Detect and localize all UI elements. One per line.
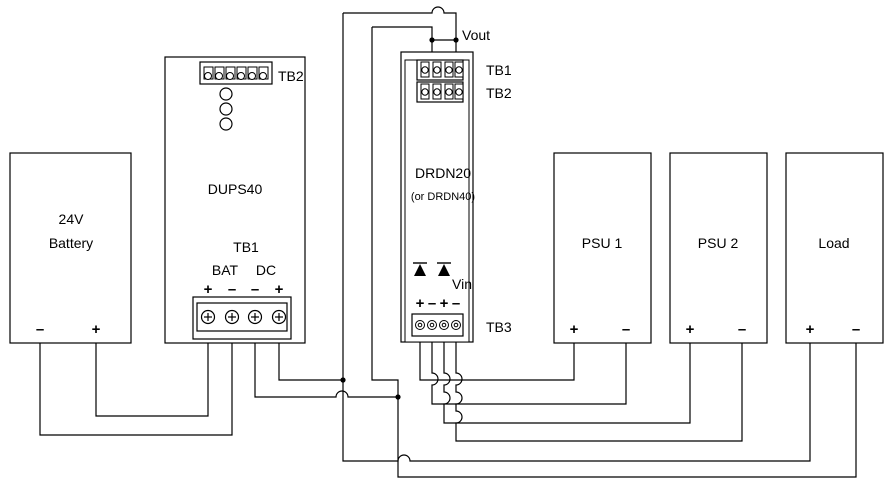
junction-dot — [395, 394, 401, 400]
psu1-minus-sign: – — [622, 321, 630, 338]
junction-dot — [429, 37, 435, 43]
diode-icon — [437, 262, 451, 276]
drdn-tb1-label: TB1 — [486, 62, 512, 78]
drdn-term-sign: + — [416, 295, 425, 312]
dups-tb1-label: TB1 — [233, 239, 259, 255]
drdn-name: DRDN20 — [415, 165, 471, 181]
wire-battery-minus — [39, 318, 233, 436]
led-indicator — [219, 102, 233, 116]
dups-term-sign: + — [204, 281, 213, 298]
battery-voltage: 24V — [59, 211, 85, 227]
dups-term-sign: – — [228, 281, 236, 298]
drdn-tb1-block — [416, 59, 464, 81]
junction-dot — [340, 377, 346, 383]
drdn-term-sign: – — [428, 295, 436, 312]
load-label: Load — [818, 235, 849, 251]
wire-vout-inner-top — [372, 26, 433, 63]
load-box: Load + – — [785, 152, 884, 344]
battery-label: Battery — [49, 235, 93, 251]
drdn-tb2-block — [416, 81, 464, 103]
load-plus-sign: + — [806, 321, 815, 338]
junction-dot — [453, 37, 459, 43]
dups-dc-label: DC — [256, 262, 276, 278]
battery-minus-sign: – — [36, 321, 44, 338]
psu2-label: PSU 2 — [698, 235, 739, 251]
wire-psu2-plus — [443, 336, 691, 424]
drdn-tb3-label: TB3 — [486, 319, 512, 335]
psu2-box: PSU 2 + – — [669, 152, 768, 344]
battery-box: 24V Battery – + — [9, 152, 132, 344]
dups-tb2-label: TB2 — [278, 68, 304, 84]
load-minus-sign: – — [852, 321, 860, 338]
psu1-box: PSU 1 + – — [553, 152, 652, 344]
dups-name: DUPS40 — [208, 181, 263, 197]
led-indicator — [219, 87, 233, 101]
drdn20-module: Vout TB1 TB2 DRDN20 (or DRDN40) — [400, 27, 512, 343]
dups-bat-label: BAT — [212, 262, 239, 278]
wire-vout-top — [343, 6, 457, 63]
drdn-vin-label: Vin — [452, 276, 472, 292]
drdn-term-sign: – — [452, 295, 460, 312]
drdn-vout-label: Vout — [462, 27, 490, 43]
dups-term-sign: + — [275, 281, 284, 298]
drdn-alt-name: (or DRDN40) — [411, 191, 475, 203]
drdn-tb2-label: TB2 — [486, 85, 512, 101]
wire-psu1-plus — [419, 336, 575, 381]
dups-term-sign: – — [251, 281, 259, 298]
wire-psu2-minus — [455, 336, 743, 442]
led-indicator — [219, 117, 233, 131]
diode-icon — [413, 262, 427, 276]
drdn-term-sign: + — [440, 295, 449, 312]
psu2-minus-sign: – — [738, 321, 746, 338]
dups40-module: TB2 DUPS40 TB1 BAT DC + – – + — [164, 56, 306, 344]
wire-battery-plus — [95, 318, 209, 417]
wire-load-minus — [397, 343, 857, 478]
psu1-label: PSU 1 — [582, 235, 623, 251]
battery-plus-sign: + — [92, 321, 101, 338]
wire-vout-inner — [371, 27, 399, 397]
dups-tb1-block — [192, 296, 292, 340]
psu2-plus-sign: + — [686, 321, 695, 338]
wire-dups-dc-minus — [254, 318, 398, 398]
wire-psu1-minus — [431, 336, 627, 405]
psu1-plus-sign: + — [570, 321, 579, 338]
drdn-tb3-block — [411, 313, 464, 337]
